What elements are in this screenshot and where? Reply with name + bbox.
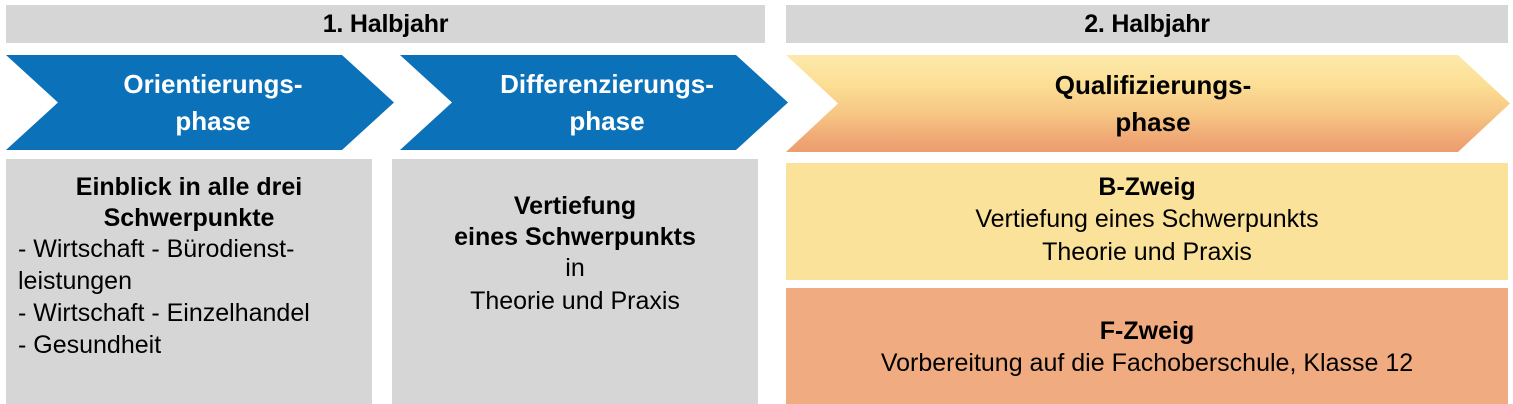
header-first-semester-label: 1. Halbjahr [322, 9, 449, 38]
content-line-vorbereitung: Vorbereitung auf die Fachoberschule, Kla… [880, 348, 1414, 377]
content-title-line2: Schwerpunkte [103, 203, 275, 232]
content-box-b-zweig: B-Zweig Vertiefung eines Schwerpunkts Th… [786, 163, 1508, 280]
content-line-in: in [565, 254, 585, 282]
content-box-b-zweig-body: B-Zweig Vertiefung eines Schwerpunkts Th… [786, 163, 1508, 269]
phase-label-line1: Differenzierungs- [500, 68, 714, 99]
content-title-b-zweig: B-Zweig [1098, 173, 1196, 201]
content-line-theorie-praxis: Theorie und Praxis [470, 286, 680, 315]
list-item: leistungen [18, 267, 132, 295]
phase-label-line2: phase [175, 105, 251, 136]
schwerpunkte-list: - Wirtschaft - Bürodienst- leistungen - … [10, 233, 368, 361]
phase-arrow-orientierungsphase-text: Orientierungs- phase [97, 66, 302, 140]
content-title-line1: Vertiefung [513, 192, 637, 220]
content-box-orientierungsphase-body: Einblick in alle drei Schwerpunkte - Wir… [6, 159, 372, 361]
content-box-orientierungsphase: Einblick in alle drei Schwerpunkte - Wir… [6, 159, 372, 404]
phase-arrow-qualifizierungsphase-text: Qualifizierungs- phase [1045, 67, 1251, 141]
phase-label-line1: Qualifizierungs- [1054, 69, 1252, 100]
content-line-vertiefung: Vertiefung eines Schwerpunkts [975, 204, 1319, 233]
content-box-f-zweig: F-Zweig Vorbereitung auf die Fachobersch… [786, 288, 1508, 404]
phase-arrow-differenzierungsphase-text: Differenzierungs- phase [474, 66, 714, 140]
header-second-semester-label: 2. Halbjahr [1084, 9, 1210, 38]
content-box-f-zweig-body: F-Zweig Vorbereitung auf die Fachobersch… [786, 288, 1508, 380]
phase-arrow-qualifizierungsphase: Qualifizierungs- phase [786, 55, 1510, 152]
phase-label-line2: phase [569, 105, 645, 136]
phase-arrow-differenzierungsphase: Differenzierungs- phase [400, 55, 788, 150]
content-title-f-zweig: F-Zweig [1099, 317, 1195, 345]
list-item: - Wirtschaft - Einzelhandel [18, 299, 310, 327]
content-title-line1: Einblick in alle drei [75, 173, 303, 201]
phase-label-line2: phase [1115, 106, 1191, 137]
list-item: - Wirtschaft - Bürodienst- [18, 235, 295, 263]
list-item: - Gesundheit [18, 331, 162, 359]
content-line-theorie-praxis: Theorie und Praxis [1042, 237, 1252, 266]
content-box-differenzierungsphase-body: Vertiefung eines Schwerpunkts in Theorie… [392, 159, 758, 317]
content-box-differenzierungsphase: Vertiefung eines Schwerpunkts in Theorie… [392, 159, 758, 404]
phase-arrow-orientierungsphase: Orientierungs- phase [6, 55, 394, 150]
header-second-semester: 2. Halbjahr [786, 5, 1508, 43]
phase-label-line1: Orientierungs- [123, 68, 303, 99]
content-title-line2: eines Schwerpunkts [454, 222, 696, 251]
header-first-semester: 1. Halbjahr [6, 5, 765, 43]
